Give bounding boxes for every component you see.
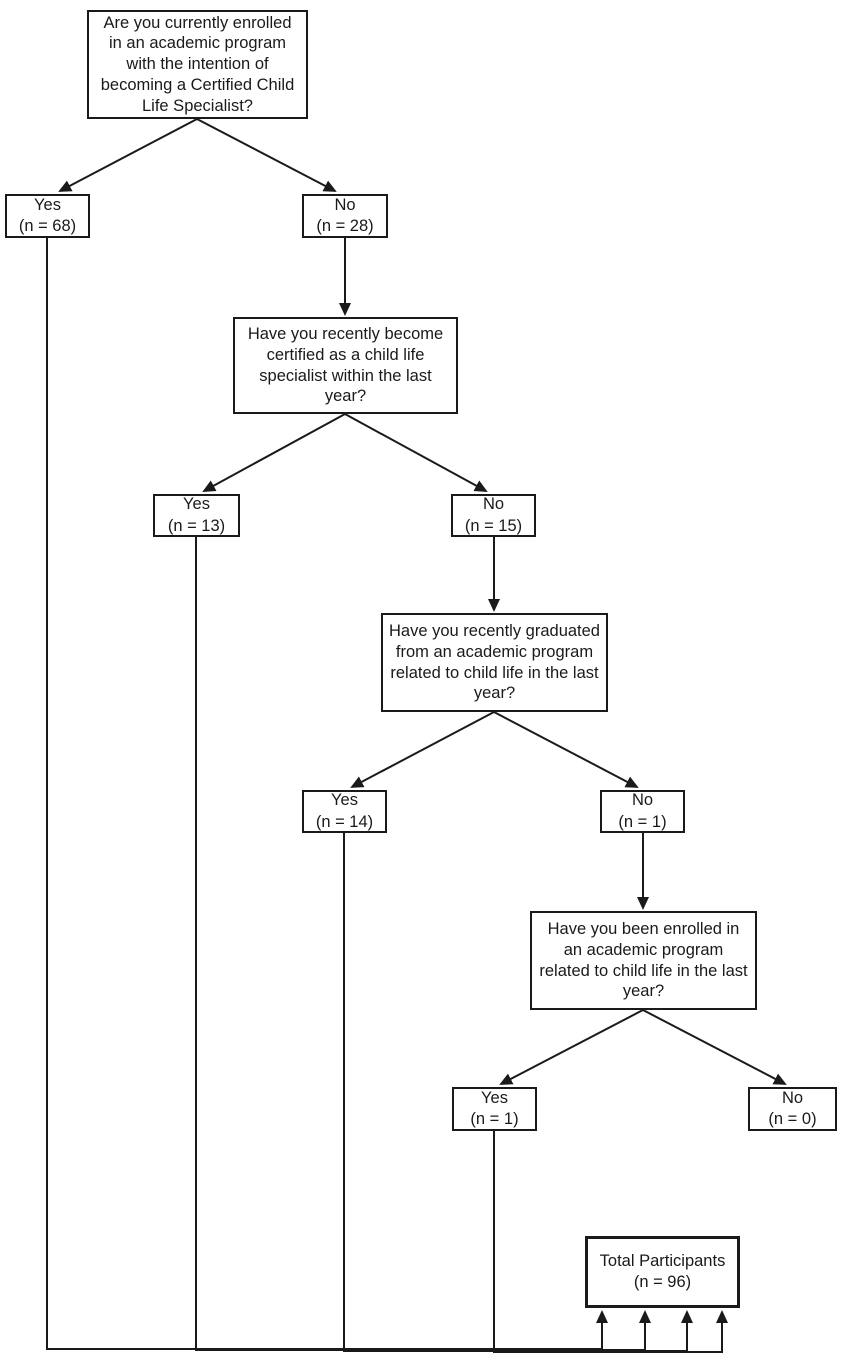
question-box-been-enrolled: Have you been enrolled in an academic pr… xyxy=(530,911,757,1010)
answer-box-q4-no: No (n = 0) xyxy=(748,1087,837,1131)
question-text: Have you been enrolled in an academic pr… xyxy=(539,919,748,1001)
question-box-recently-graduated: Have you recently graduated from an acad… xyxy=(381,613,608,712)
answer-box-q3-no: No (n = 1) xyxy=(600,790,685,833)
answer-label: Yes xyxy=(183,495,210,514)
answer-count: (n = 1) xyxy=(618,812,667,831)
answer-box-q2-yes: Yes (n = 13) xyxy=(153,494,240,537)
answer-label: No xyxy=(781,1088,804,1107)
answer-count: (n = 0) xyxy=(768,1110,817,1128)
edge-q3-to-yes xyxy=(350,711,495,788)
question-text: Have you recently graduated from an acad… xyxy=(389,621,600,703)
answer-label: Yes xyxy=(481,1088,508,1107)
edge-q1-to-no xyxy=(196,118,337,192)
edge-q2-to-yes xyxy=(202,413,346,492)
total-count: (n = 96) xyxy=(633,1273,692,1291)
question-text: Are you currently enrolled in an academi… xyxy=(100,13,295,115)
question-text: Have you recently become certified as a … xyxy=(247,324,444,406)
edge-q1-to-yes xyxy=(58,118,198,192)
answer-count: (n = 68) xyxy=(18,217,77,235)
answer-box-q4-yes: Yes (n = 1) xyxy=(452,1087,537,1131)
edge-q2-to-no xyxy=(344,413,488,492)
answer-box-q1-yes: Yes (n = 68) xyxy=(5,194,90,238)
edge-q4-to-no xyxy=(642,1009,787,1085)
question-box-recently-certified: Have you recently become certified as a … xyxy=(233,317,458,414)
answer-box-q1-no: No (n = 28) xyxy=(302,194,388,238)
answer-box-q3-yes: Yes (n = 14) xyxy=(302,790,387,833)
answer-box-q2-no: No (n = 15) xyxy=(451,494,536,537)
answer-count: (n = 1) xyxy=(470,1110,519,1128)
total-label: Total Participants xyxy=(599,1251,726,1270)
answer-label: Yes xyxy=(331,791,358,810)
answer-count: (n = 15) xyxy=(464,516,523,535)
question-box-enrolled-academic-program: Are you currently enrolled in an academi… xyxy=(87,10,308,119)
answer-count: (n = 28) xyxy=(316,217,374,235)
edge-q3-to-no xyxy=(493,711,639,788)
answer-label: No xyxy=(334,195,356,214)
answer-count: (n = 14) xyxy=(315,812,374,831)
answer-label: No xyxy=(482,495,505,514)
answer-count: (n = 13) xyxy=(167,516,226,535)
edge-q4-to-yes xyxy=(499,1009,644,1085)
answer-label: Yes xyxy=(34,195,61,214)
answer-label: No xyxy=(631,791,654,810)
total-participants-box: Total Participants (n = 96) xyxy=(585,1236,740,1308)
